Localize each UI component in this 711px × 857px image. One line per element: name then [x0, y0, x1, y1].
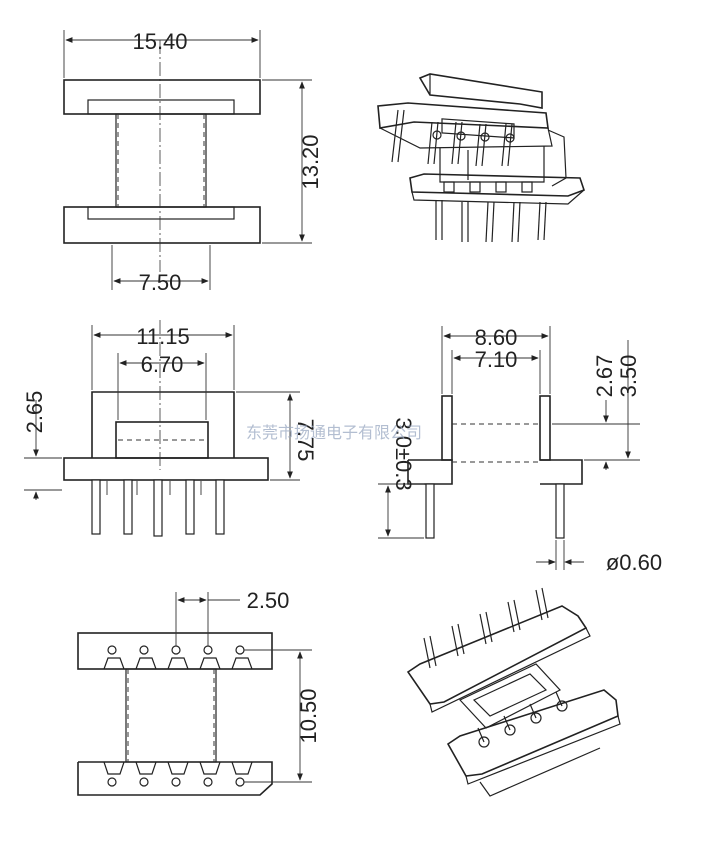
front-pins: [91, 479, 225, 537]
dim-front-flange: 2.65: [22, 391, 47, 434]
bottom-top-holes: [103, 645, 253, 670]
dim-side-pin-diameter: ø0.60: [606, 550, 662, 575]
dim-side-inner: 7.10: [475, 347, 518, 372]
top-view: 15.40 13.20 7.50: [63, 29, 323, 295]
dim-front-height: 7.75: [293, 419, 318, 462]
iso-upper-pins: [391, 109, 515, 167]
watermark: 东莞市扬通电子有限公司: [246, 423, 422, 442]
dim-side-d2: 3.50: [616, 355, 641, 398]
bottom-low-holes: [103, 761, 253, 787]
iso-lower-pins: [435, 181, 547, 243]
dim-top-window: 7.50: [139, 270, 182, 295]
dim-front-width: 11.15: [136, 324, 189, 349]
bottom-view: 2.50 10.50: [77, 588, 321, 796]
iso-lower-top-pins: [423, 587, 549, 669]
dim-top-width: 15.40: [132, 29, 187, 54]
dim-side-pin-length: 3.0±0.3: [391, 417, 416, 490]
side-view: 8.60 7.10 2.67 3.50 3.0±0.3 ø0.60: [378, 325, 662, 575]
dim-front-window: 6.70: [141, 352, 184, 377]
dim-bottom-pitch: 2.50: [247, 588, 290, 613]
dim-side-d1: 2.67: [592, 355, 617, 398]
iso-view-lower: [406, 587, 621, 797]
dim-bottom-length: 10.50: [296, 688, 321, 743]
iso-lower-terminals: [477, 691, 568, 748]
iso-view-upper: [377, 73, 586, 243]
dim-top-height: 13.20: [298, 134, 323, 189]
dim-side-width: 8.60: [475, 325, 518, 350]
front-view: 11.15 6.70 2.65 7.75: [22, 320, 318, 537]
